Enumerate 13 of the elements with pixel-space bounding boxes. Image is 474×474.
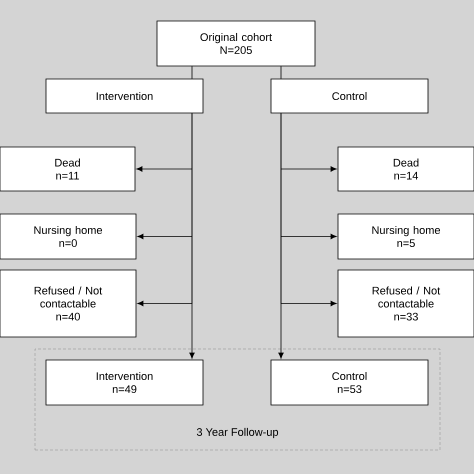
process-box: Refused / Not contactable n=40 — [0, 270, 136, 338]
process-box: Control — [270, 78, 428, 114]
process-box: Dead n=14 — [338, 146, 474, 192]
process-box: Intervention n=49 — [46, 360, 204, 406]
process-box: Nursing home n=5 — [338, 214, 474, 260]
process-box: Dead n=11 — [0, 146, 136, 192]
process-box: Nursing home n=0 — [0, 214, 136, 260]
arrow — [189, 113, 195, 359]
process-box: Control n=53 — [270, 360, 428, 406]
process-box: Refused / Not contactable n=33 — [338, 270, 474, 338]
process-box: Intervention — [46, 78, 204, 114]
process-box: Original cohort N=205 — [156, 20, 316, 66]
arrow — [278, 113, 284, 359]
